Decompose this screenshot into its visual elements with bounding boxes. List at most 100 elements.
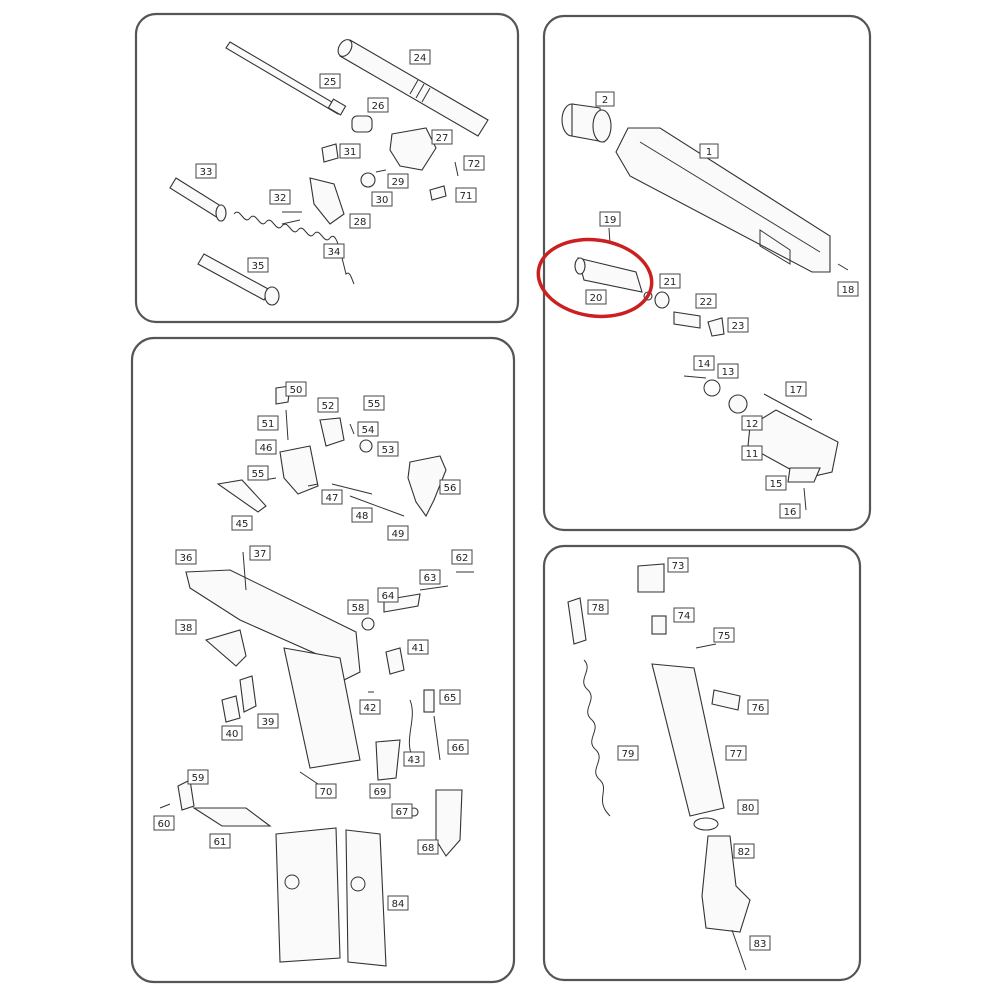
label-51: 51 <box>257 415 279 431</box>
svg-text:63: 63 <box>424 573 437 584</box>
svg-text:51: 51 <box>262 419 275 430</box>
outer-barrel-part <box>337 39 489 137</box>
follower-part-78 <box>567 597 587 645</box>
label-34: 34 <box>323 243 345 259</box>
svg-text:66: 66 <box>452 743 465 754</box>
spring-part-51 <box>285 409 289 441</box>
screw-part-83 <box>731 929 747 971</box>
svg-text:32: 32 <box>274 193 287 204</box>
svg-text:19: 19 <box>604 215 617 226</box>
o-ring-part-80 <box>693 817 719 831</box>
lever-part-45 <box>216 479 267 513</box>
label-84: 84 <box>387 895 409 911</box>
svg-text:69: 69 <box>374 787 387 798</box>
trigger-part-39 <box>239 675 257 713</box>
label-62: 62 <box>451 549 473 565</box>
label-67: 67 <box>391 803 413 819</box>
magazine-spring-part-79 <box>583 659 611 817</box>
svg-text:74: 74 <box>678 611 691 622</box>
hop-up-chamber-part <box>389 127 437 171</box>
label-50: 50 <box>285 381 307 397</box>
label-47: 47 <box>321 489 343 505</box>
svg-text:25: 25 <box>324 77 337 88</box>
svg-text:26: 26 <box>372 101 385 112</box>
svg-text:1: 1 <box>706 147 712 158</box>
label-40: 40 <box>221 725 243 741</box>
svg-text:29: 29 <box>392 177 405 188</box>
svg-text:54: 54 <box>362 425 375 436</box>
spring-part-63 <box>419 585 449 591</box>
part-53 <box>359 439 373 453</box>
label-23: 23 <box>727 317 749 333</box>
grip-panels-part-84 <box>275 827 387 967</box>
svg-text:16: 16 <box>784 507 797 518</box>
svg-text:34: 34 <box>328 247 341 258</box>
svg-text:13: 13 <box>722 367 735 378</box>
rod-part-48 <box>331 483 373 495</box>
hop-arm-part-28 <box>309 177 345 225</box>
label-14: 14 <box>693 355 715 371</box>
svg-text:42: 42 <box>364 703 377 714</box>
svg-text:48: 48 <box>356 511 369 522</box>
svg-text:27: 27 <box>436 133 449 144</box>
label-11: 11 <box>741 445 763 461</box>
svg-text:62: 62 <box>456 553 469 564</box>
svg-text:22: 22 <box>700 297 713 308</box>
label-32: 32 <box>269 189 291 205</box>
label-41: 41 <box>407 639 429 655</box>
slide-stop-part-38 <box>204 629 247 667</box>
label-33: 33 <box>195 163 217 179</box>
label-83: 83 <box>749 935 771 951</box>
label-48: 48 <box>351 507 373 523</box>
svg-text:39: 39 <box>262 717 275 728</box>
label-42: 42 <box>359 699 381 715</box>
label-2: 2 <box>595 91 615 107</box>
screw-part-18 <box>837 263 849 271</box>
label-35: 35 <box>247 257 269 273</box>
screw-part-47 <box>307 483 319 487</box>
svg-text:43: 43 <box>408 755 421 766</box>
svg-text:33: 33 <box>200 167 213 178</box>
housing-part-46 <box>279 445 319 495</box>
barrel-bushing-part-2 <box>561 103 612 143</box>
svg-text:20: 20 <box>590 293 603 304</box>
label-55: 55 <box>363 395 385 411</box>
label-24: 24 <box>409 49 431 65</box>
label-59: 59 <box>187 769 209 785</box>
label-82: 82 <box>733 843 755 859</box>
svg-text:58: 58 <box>352 603 365 614</box>
label-19: 19 <box>599 211 621 227</box>
label-61: 61 <box>209 833 231 849</box>
svg-text:17: 17 <box>790 385 803 396</box>
svg-text:72: 72 <box>468 159 481 170</box>
recoil-guide-part-33 <box>169 177 227 222</box>
label-46: 46 <box>255 439 277 455</box>
svg-text:52: 52 <box>322 401 335 412</box>
svg-text:70: 70 <box>320 787 333 798</box>
label-16: 16 <box>779 503 801 519</box>
label-21: 21 <box>659 273 681 289</box>
svg-text:77: 77 <box>730 749 743 760</box>
label-76: 76 <box>747 699 769 715</box>
front-sight-part-74 <box>651 615 667 635</box>
part-59 <box>177 779 195 811</box>
screw-part-14 <box>683 375 707 379</box>
label-66: 66 <box>447 739 469 755</box>
magazine-body-part-77 <box>651 663 725 817</box>
screw-part-16 <box>803 487 807 511</box>
rod-part-17 <box>763 393 813 421</box>
label-13: 13 <box>717 363 739 379</box>
label-77: 77 <box>725 745 747 761</box>
label-71: 71 <box>455 187 477 203</box>
screw-part-75 <box>695 643 717 649</box>
label-55b: 55 <box>247 465 269 481</box>
part-65 <box>423 689 435 713</box>
svg-text:78: 78 <box>592 603 605 614</box>
label-17: 17 <box>785 381 807 397</box>
label-1: 1 <box>699 143 719 159</box>
nozzle-part-20 <box>574 257 643 293</box>
svg-text:53: 53 <box>382 445 395 456</box>
svg-text:38: 38 <box>180 623 193 634</box>
label-49: 49 <box>387 525 409 541</box>
